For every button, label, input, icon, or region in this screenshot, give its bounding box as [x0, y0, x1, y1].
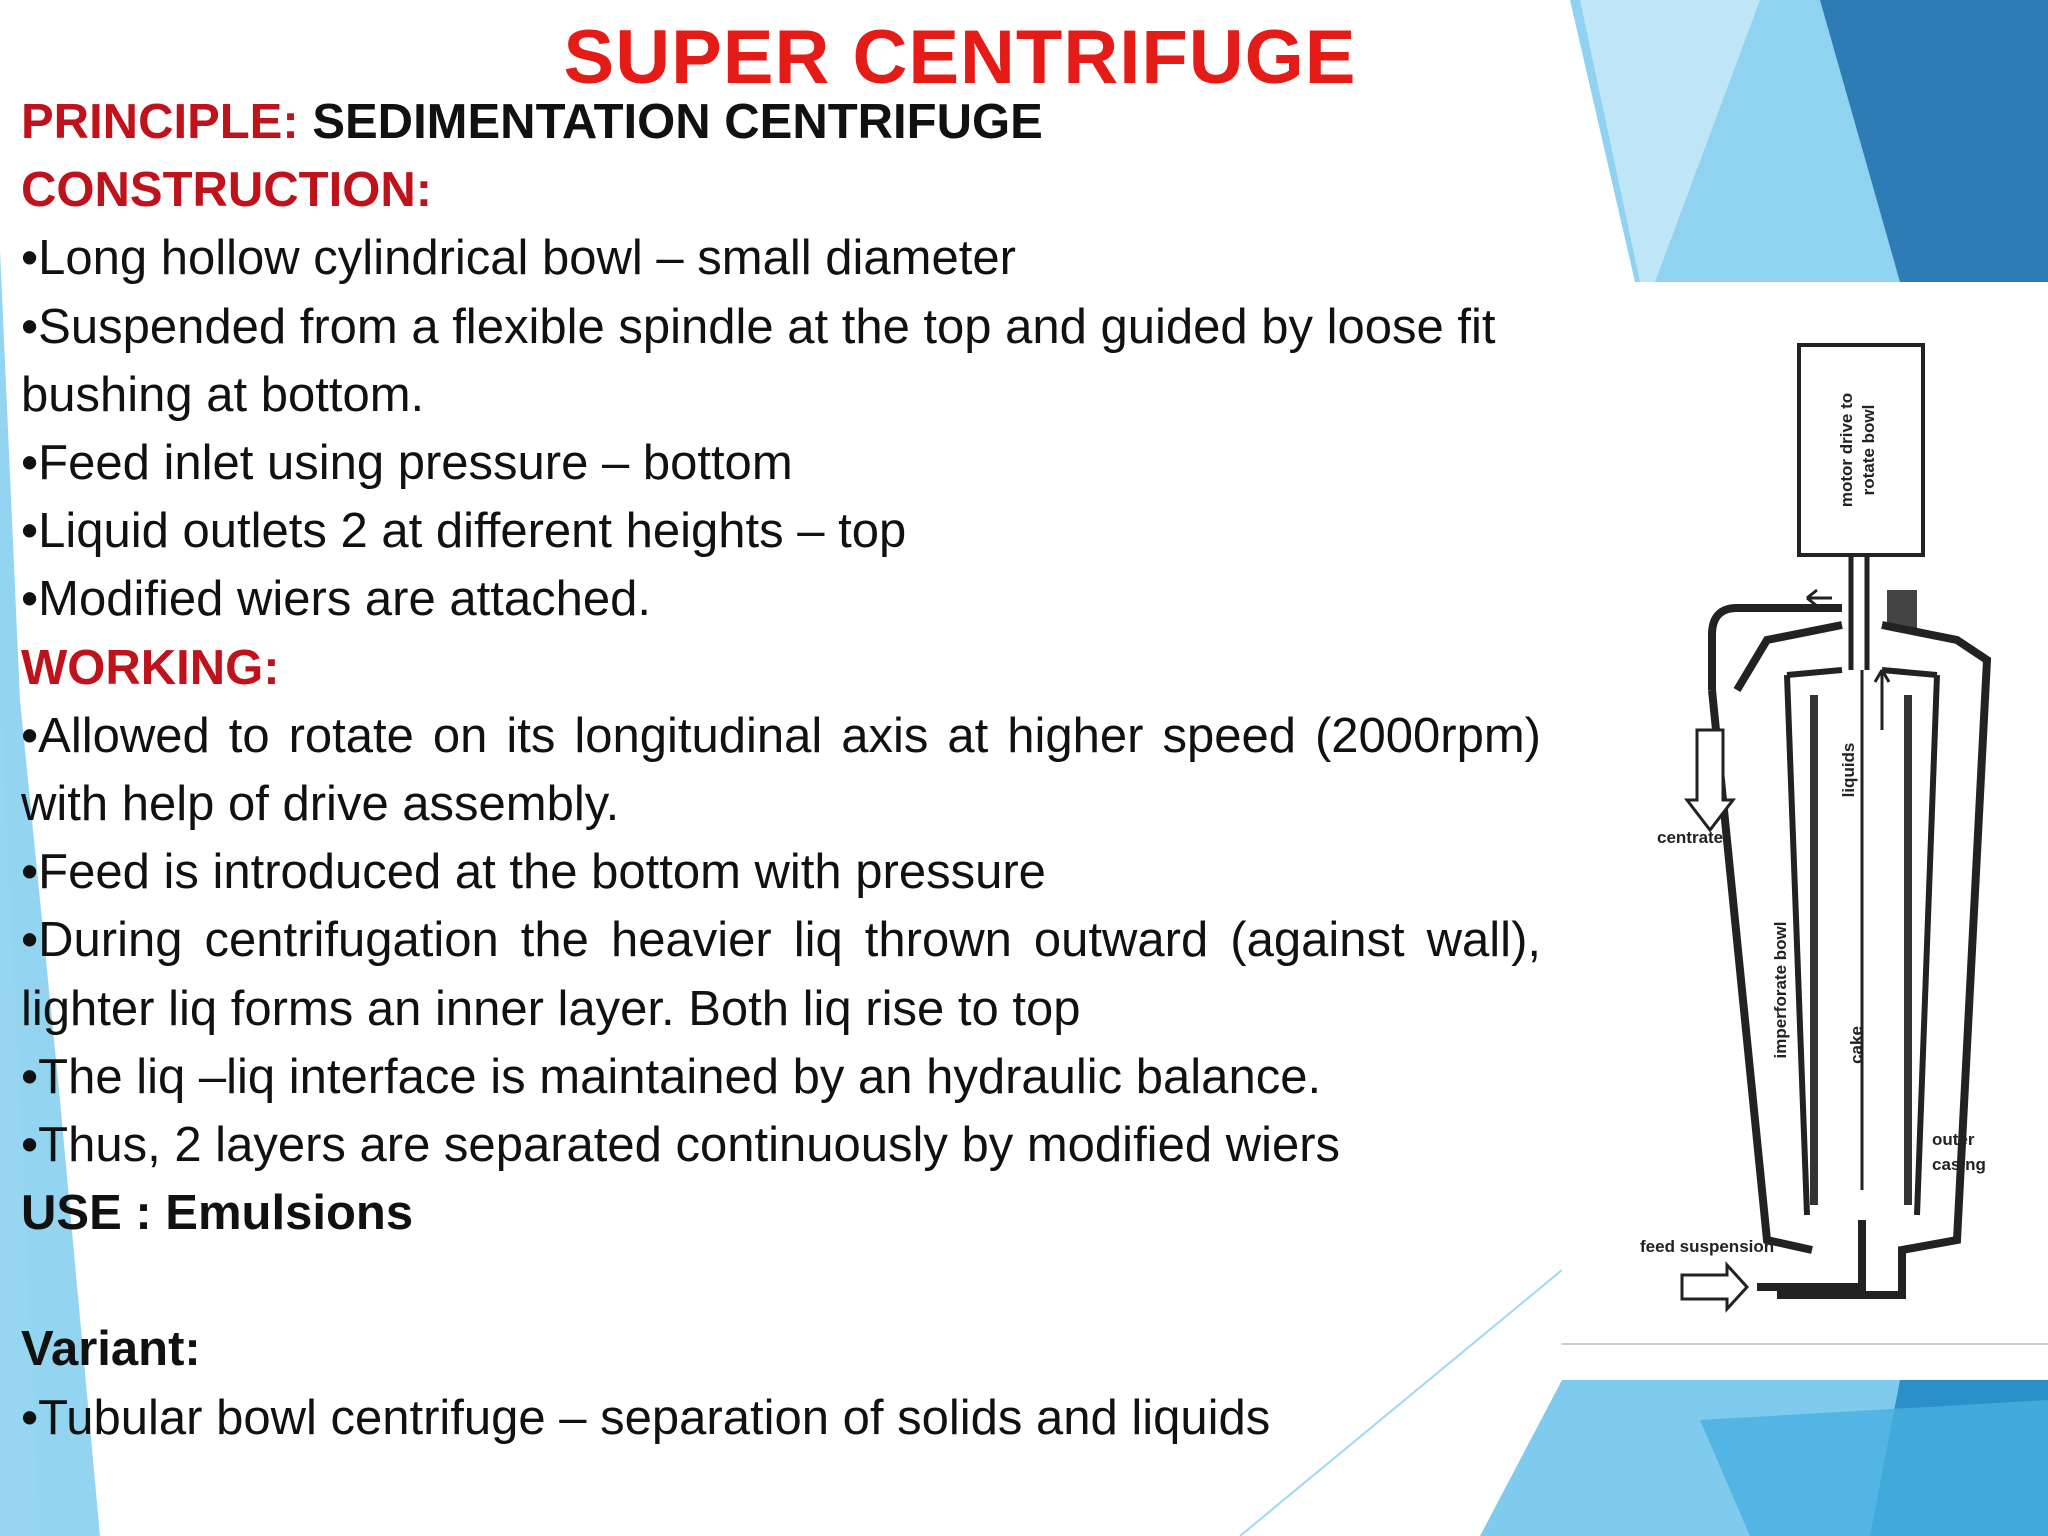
thin-line — [1239, 1269, 1563, 1536]
arrow-left — [1806, 588, 1832, 608]
construction-heading: CONSTRUCTION: — [21, 163, 433, 218]
variant-heading: Variant: — [21, 1322, 201, 1377]
construction-bullet: •Liquid outlets 2 at different heights –… — [21, 504, 907, 559]
bowl-inner-right — [1904, 695, 1912, 1205]
working-bullet: •Allowed to rotate on its longitudinal a… — [21, 708, 1541, 832]
construction-bullet: •Modified wiers are attached. — [21, 572, 651, 627]
liquids-label: liquids — [1839, 743, 1858, 798]
use-line: USE : Emulsions — [21, 1186, 414, 1241]
construction-bullet: •Feed inlet using pressure – bottom — [21, 436, 793, 491]
working-bullet: •The liq –liq interface is maintained by… — [21, 1049, 1322, 1104]
imperforate-bowl — [1784, 667, 1940, 1216]
centrifuge-diagram: motor drive to rotate bowl — [1562, 290, 2048, 1350]
motor-label-line2: rotate bowl — [1859, 405, 1878, 496]
slide-title: SUPER CENTRIFUGE — [563, 15, 1357, 100]
spacer — [21, 1247, 1541, 1315]
feed-pipe — [1757, 1220, 1866, 1291]
principle-label: PRINCIPLE: — [21, 95, 299, 149]
principle-value: SEDIMENTATION CENTRIFUGE — [312, 95, 1043, 149]
working-heading: WORKING: — [21, 640, 280, 695]
motor-label-line1: motor drive to — [1837, 393, 1856, 507]
feed-suspension-label: feed suspension — [1640, 1237, 1774, 1256]
liquids-arrow — [1873, 669, 1891, 730]
cake-label: cake — [1847, 1026, 1866, 1064]
centrate-arrow — [1683, 728, 1737, 833]
outer-casing-label-line1: outer — [1932, 1130, 1975, 1149]
centrate-label: centrate — [1657, 828, 1723, 847]
slide-content: PRINCIPLE: SEDIMENTATION CENTRIFUGE CONS… — [21, 88, 1541, 1452]
working-bullet: •During centrifugation the heavier liq t… — [21, 913, 1541, 1036]
construction-bullet: •Suspended from a flexible spindle at th… — [21, 299, 1496, 422]
working-bullet: •Thus, 2 layers are separated continuous… — [21, 1118, 1341, 1173]
centrate-outlet — [1708, 604, 1842, 690]
bowl-inner-left — [1810, 695, 1818, 1205]
diagram-svg: motor drive to rotate bowl — [1562, 343, 2048, 1345]
variant-bullet: •Tubular bowl centrifuge – separation of… — [21, 1390, 1271, 1445]
bottom-right-mid-shape — [1700, 1400, 2048, 1536]
working-bullet: •Feed is introduced at the bottom with p… — [21, 845, 1046, 900]
construction-bullet: •Long hollow cylindrical bowl – small di… — [21, 231, 1016, 286]
feed-arrow — [1680, 1261, 1750, 1313]
principle-line: PRINCIPLE: SEDIMENTATION CENTRIFUGE — [21, 88, 1541, 156]
outer-casing — [1708, 621, 1992, 1299]
top-right-mid-shape — [1580, 0, 1760, 282]
imperforate-bowl-label: imperforate bowl — [1771, 922, 1790, 1059]
motor-box — [1797, 343, 1925, 557]
top-right-dark-shape — [1820, 0, 2048, 282]
left-light-shape — [0, 700, 40, 1536]
outer-casing-label-line2: casing — [1932, 1155, 1986, 1174]
